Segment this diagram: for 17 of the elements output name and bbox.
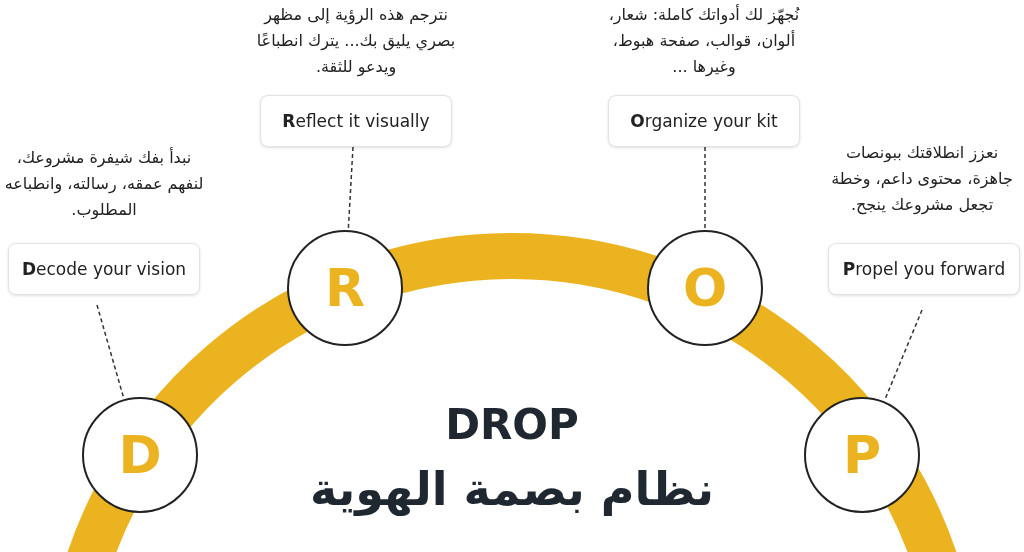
description-text: نُجهّز لك أدواتك كاملة: شعار، ألوان، قوالب، صفحة هبوط، وغيرها ... (607, 3, 801, 78)
label-box: Reflect it visually (260, 95, 452, 147)
description-text: نبدأ بفك شيفرة مشروعك، لنفهم عمقه، رسالته، وانطباعه المطلوب. (3, 146, 205, 222)
letter-circle: R (287, 230, 403, 346)
label-box: Propel you forward (828, 243, 1020, 295)
leader-line (704, 146, 706, 230)
description-text: نترجم هذه الرؤية إلى مظهر بصري يليق بك... يترك انطباعًا ويدعو للثقة. (255, 4, 457, 79)
letter-circle: D (82, 397, 198, 513)
label-box: Decode your vision (8, 243, 200, 295)
title: DROP (444, 400, 580, 449)
label-box: Organize your kit (608, 95, 800, 147)
letter-circle: O (647, 230, 763, 346)
description-text: نعزز انطلاقتك ببونصات جاهزة، محتوى داعم، وخطة تجعل مشروعك ينجح. (830, 142, 1014, 217)
leader-line (347, 146, 354, 230)
leader-line (96, 304, 125, 400)
letter-circle: P (804, 397, 920, 513)
subtitle: نظام بصمة الهوية (309, 462, 715, 516)
